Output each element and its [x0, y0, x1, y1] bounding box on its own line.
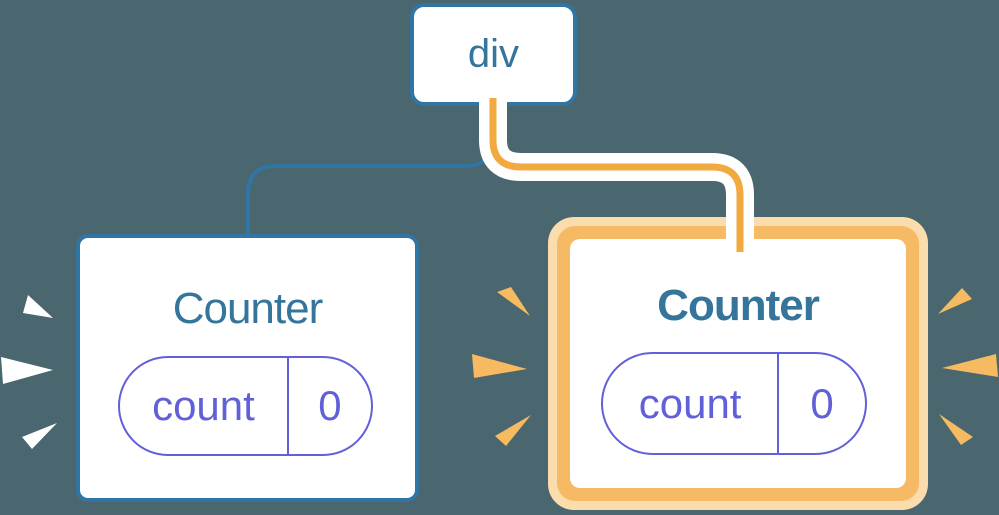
- sparkles-right-counter-right-side: [938, 288, 998, 445]
- sparkle-icon: [22, 423, 57, 449]
- sparkle-icon: [939, 414, 973, 445]
- sparkle-icon: [1, 357, 53, 384]
- state-pill-left: count 0: [118, 356, 373, 456]
- state-key-right: count: [638, 379, 742, 427]
- counter-card-left: Counter count 0: [76, 234, 419, 502]
- state-value-left: 0: [286, 358, 371, 454]
- sparkle-icon: [942, 354, 998, 377]
- sparkle-icon: [497, 287, 530, 316]
- counter-title-right: Counter: [657, 281, 820, 330]
- sparkle-icon: [938, 288, 972, 314]
- sparkle-icon: [472, 354, 527, 378]
- div-node-label: div: [467, 32, 520, 76]
- state-key-left: count: [152, 382, 255, 429]
- state-pill-right: count 0: [601, 352, 867, 455]
- edge-div-to-left-counter: [246, 100, 495, 238]
- sparkles-right-counter-left-side: [472, 287, 531, 446]
- counter-card-right: Counter count 0: [570, 239, 906, 488]
- sparkles-left-counter: [1, 295, 57, 449]
- state-value-right: 0: [777, 354, 865, 453]
- counter-title-left: Counter: [172, 284, 324, 333]
- sparkle-icon: [495, 415, 531, 446]
- counter-card-right-glow: Counter count 0: [548, 217, 928, 510]
- highlight-ring: Counter count 0: [557, 226, 919, 501]
- sparkle-icon: [23, 295, 53, 318]
- tree-node-div: div: [410, 3, 577, 106]
